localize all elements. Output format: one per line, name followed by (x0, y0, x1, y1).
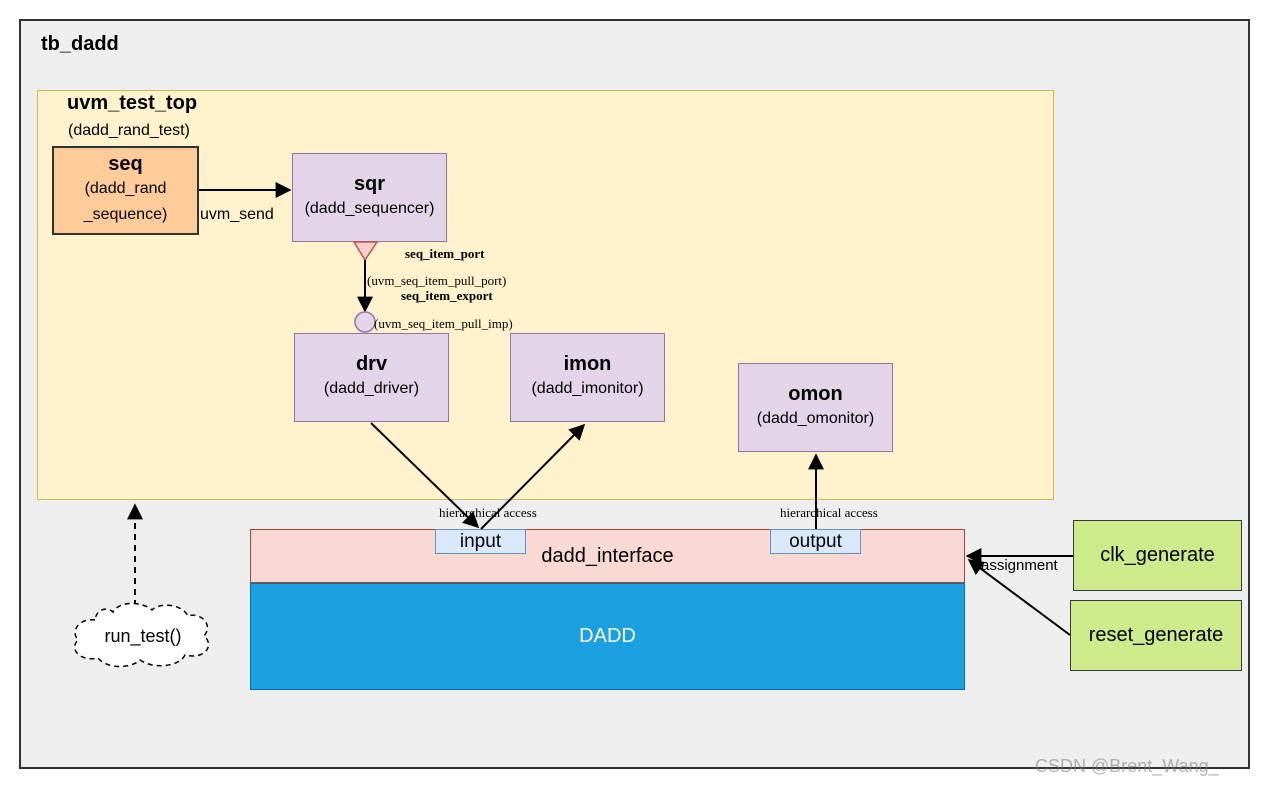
clk-generate-label: clk_generate (1100, 544, 1215, 566)
omon-name: omon (788, 383, 843, 405)
pull-port-label: (uvm_seq_item_pull_port) (367, 273, 507, 288)
dadd-interface-label: dadd_interface (541, 544, 674, 567)
reset-generate-node[interactable]: reset_generate (1070, 600, 1242, 671)
omon-class: (dadd_omonitor) (756, 410, 875, 427)
drv-name: drv (355, 353, 388, 375)
sqr-node[interactable]: sqr (dadd_sequencer) (292, 153, 447, 242)
hier-access-label-1: hierarchical access (439, 505, 537, 520)
seq-item-export-circle (354, 311, 376, 333)
dadd-dut-label: DADD (579, 625, 636, 647)
drv-node[interactable]: drv (dadd_driver) (294, 333, 449, 422)
drv-to-input-arrow (370, 422, 480, 529)
tb-dadd-title: tb_dadd (41, 33, 119, 55)
reset-to-interface-arrow (967, 559, 1071, 636)
output-port[interactable]: output (770, 529, 861, 554)
hier-access-label-2: hierarchical access (780, 505, 878, 520)
sqr-name: sqr (353, 173, 386, 195)
pull-imp-label: (uvm_seq_item_pull_imp) (374, 316, 513, 331)
omon-node[interactable]: omon (dadd_omonitor) (738, 363, 893, 452)
seq-item-port-label: seq_item_port (405, 246, 485, 261)
uvm-test-top-subtitle: (dadd_rand_test) (68, 122, 190, 139)
input-port[interactable]: input (435, 529, 526, 554)
reset-generate-label: reset_generate (1088, 624, 1224, 646)
imon-class: (dadd_imonitor) (531, 380, 644, 397)
seq-item-port-triangle (352, 241, 379, 262)
clk-generate-node[interactable]: clk_generate (1073, 520, 1242, 591)
imon-name: imon (563, 353, 612, 375)
drv-class: (dadd_driver) (323, 380, 420, 397)
seq-name: seq (108, 153, 143, 175)
run-test-cloud (73, 602, 210, 668)
seq-line2: _sequence) (83, 206, 168, 223)
dadd-interface-box[interactable]: dadd_interface (250, 529, 965, 583)
sqr-class: (dadd_sequencer) (304, 200, 435, 217)
input-to-imon-arrow (480, 423, 586, 530)
assignment-label: assignment (981, 557, 1058, 574)
seq-item-export-label: seq_item_export (401, 288, 493, 303)
dadd-dut-box[interactable]: DADD (250, 583, 965, 690)
output-port-label: output (789, 530, 842, 552)
uvm-send-label: uvm_send (200, 206, 274, 223)
seq-line1: (dadd_rand (84, 180, 167, 197)
input-port-label: input (459, 530, 502, 552)
run-test-label: run_test() (104, 625, 182, 646)
csdn-watermark: CSDN @Brent_Wang_ (1035, 756, 1219, 776)
uvm-test-top-title: uvm_test_top (67, 92, 198, 114)
seq-node[interactable]: seq (dadd_rand _sequence) (52, 146, 199, 235)
imon-node[interactable]: imon (dadd_imonitor) (510, 333, 665, 422)
